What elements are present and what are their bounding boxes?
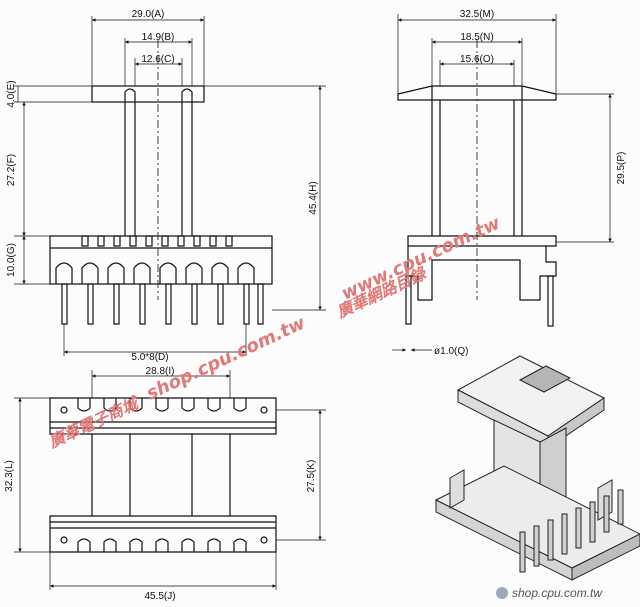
dim-label-e: 4.0(E) xyxy=(6,80,17,107)
front-view xyxy=(14,16,326,356)
bottom-bottom-notches xyxy=(60,536,268,552)
dim-label-a: 29.0(A) xyxy=(132,9,165,20)
globe-icon xyxy=(496,587,508,599)
side-base xyxy=(407,235,557,301)
front-view-labels: 29.0(A) 14.9(B) 12.6(C) 4.0(E) 27.2(F) 1… xyxy=(6,9,319,363)
dim-label-j: 45.5(J) xyxy=(144,591,175,602)
bottom-view-labels: 28.8(I) 45.5(J) 32.3(L) 27.5(K) xyxy=(4,366,317,602)
dim-label-i: 28.8(I) xyxy=(146,366,175,377)
dim-label-n: 18.5(N) xyxy=(460,32,493,43)
front-pin-slots xyxy=(81,235,233,247)
footer-site-text: shop.cpu.com.tw xyxy=(512,586,603,600)
front-base xyxy=(49,235,273,285)
dim-label-g: 10.0(G) xyxy=(6,243,17,277)
dim-label-q: ø1.0(Q) xyxy=(434,346,468,357)
dim-label-k: 27.5(K) xyxy=(306,460,317,493)
dim-label-m: 32.5(M) xyxy=(460,9,494,20)
dim-label-b: 14.9(B) xyxy=(142,32,175,43)
dim-label-p: 29.5(P) xyxy=(616,152,627,185)
dim-label-o: 15.6(O) xyxy=(460,54,494,65)
side-view-labels: 32.5(M) 18.5(N) 15.6(O) 29.5(P) ø1.0(Q) xyxy=(434,9,627,357)
front-pins xyxy=(61,283,264,325)
footer-site: shop.cpu.com.tw xyxy=(496,586,603,600)
isometric-view xyxy=(434,355,640,581)
bottom-view xyxy=(14,370,326,590)
iso-pins xyxy=(519,489,624,573)
dim-label-h: 45.4(H) xyxy=(308,181,319,214)
dim-label-c: 12.6(C) xyxy=(141,54,174,65)
front-top-flange xyxy=(91,85,205,103)
dim-label-d: 5.0*8(D) xyxy=(131,352,168,363)
bottom-top-notches xyxy=(60,398,268,414)
dim-label-l: 32.3(L) xyxy=(4,460,15,492)
side-view xyxy=(392,14,614,352)
front-arches xyxy=(55,262,255,284)
dim-label-f: 27.2(F) xyxy=(6,154,17,186)
